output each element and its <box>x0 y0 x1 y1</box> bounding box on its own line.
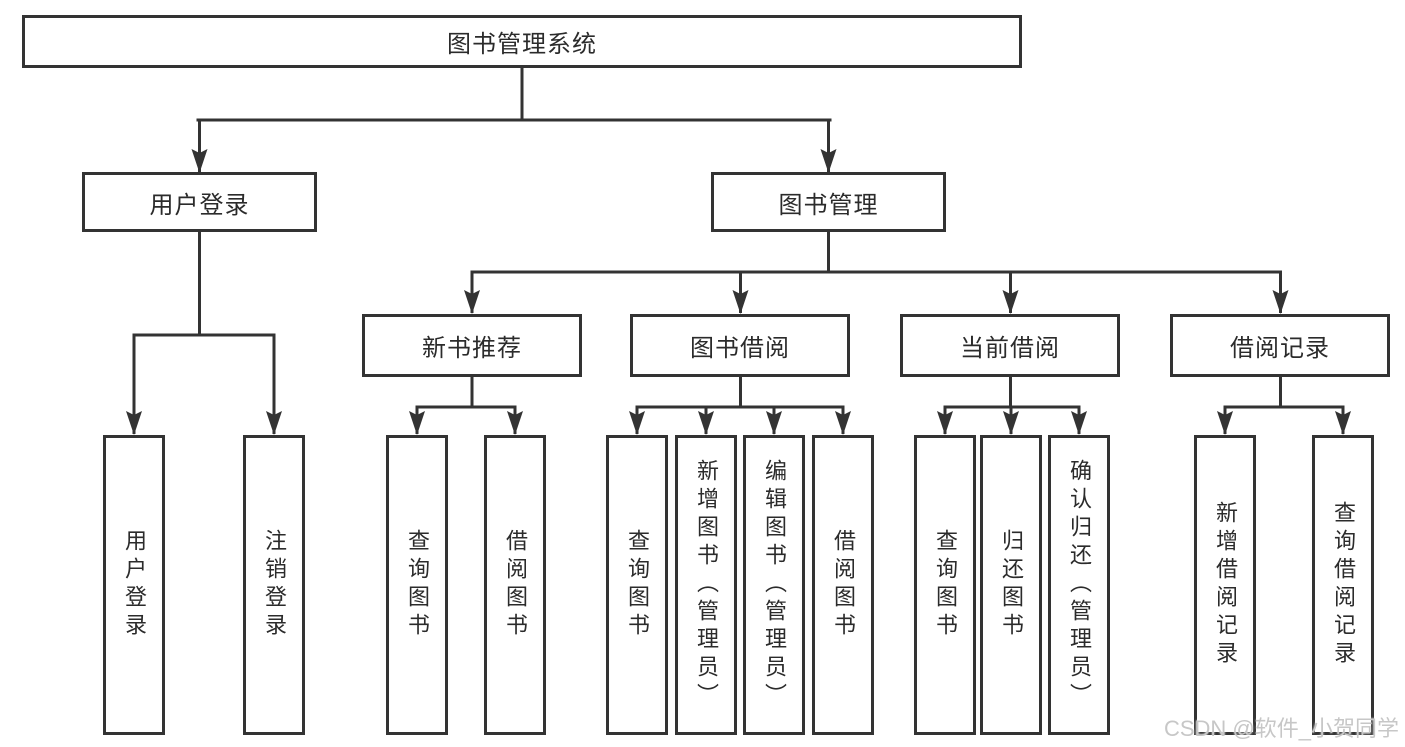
node-new-book-recommend: 新书推荐 <box>362 314 582 377</box>
node-current-borrowing: 当前借阅 <box>900 314 1120 377</box>
node-label: 新书推荐 <box>422 335 522 362</box>
node-book-borrowing: 图书借阅 <box>630 314 850 377</box>
leaf-label: 新增图书（管理员） <box>694 459 719 711</box>
leaf-label: 查询图书 <box>405 529 430 641</box>
leaf-add-borrow-record: 新增借阅记录 <box>1194 435 1256 735</box>
node-library-management-system: 图书管理系统 <box>22 15 1022 68</box>
node-user-login: 用户登录 <box>82 172 317 232</box>
leaf-borrow-books-recommend: 借阅图书 <box>484 435 546 735</box>
leaf-confirm-return-admin: 确认归还（管理员） <box>1048 435 1110 735</box>
leaf-label: 查询借阅记录 <box>1331 501 1356 669</box>
leaf-label: 查询图书 <box>625 529 650 641</box>
leaf-borrow-books: 借阅图书 <box>812 435 874 735</box>
node-book-management: 图书管理 <box>711 172 946 232</box>
node-label: 借阅记录 <box>1230 335 1330 362</box>
node-label: 用户登录 <box>149 191 250 219</box>
node-label: 图书管理 <box>778 191 879 219</box>
leaf-query-books-current: 查询图书 <box>914 435 976 735</box>
node-label: 当前借阅 <box>960 335 1060 362</box>
leaf-query-books-recommend: 查询图书 <box>386 435 448 735</box>
leaf-return-books: 归还图书 <box>980 435 1042 735</box>
node-borrowing-records: 借阅记录 <box>1170 314 1390 377</box>
leaf-add-books-admin: 新增图书（管理员） <box>675 435 737 735</box>
leaf-logout: 注销登录 <box>243 435 305 735</box>
leaf-label: 编辑图书（管理员） <box>762 459 787 711</box>
leaf-query-books-borrow: 查询图书 <box>606 435 668 735</box>
leaf-label: 归还图书 <box>999 529 1024 641</box>
leaf-label: 查询图书 <box>933 529 958 641</box>
leaf-label: 确认归还（管理员） <box>1067 459 1092 711</box>
leaf-label: 注销登录 <box>262 529 287 641</box>
leaf-edit-books-admin: 编辑图书（管理员） <box>743 435 805 735</box>
leaf-label: 用户登录 <box>122 529 147 641</box>
leaf-label: 新增借阅记录 <box>1213 501 1238 669</box>
leaf-query-borrow-record: 查询借阅记录 <box>1312 435 1374 735</box>
csdn-watermark: CSDN @软件_小贺同学 <box>1163 716 1399 741</box>
node-label: 图书管理系统 <box>447 31 597 58</box>
leaf-user-login: 用户登录 <box>103 435 165 735</box>
leaf-label: 借阅图书 <box>831 529 856 641</box>
node-label: 图书借阅 <box>690 335 790 362</box>
leaf-label: 借阅图书 <box>503 529 528 641</box>
